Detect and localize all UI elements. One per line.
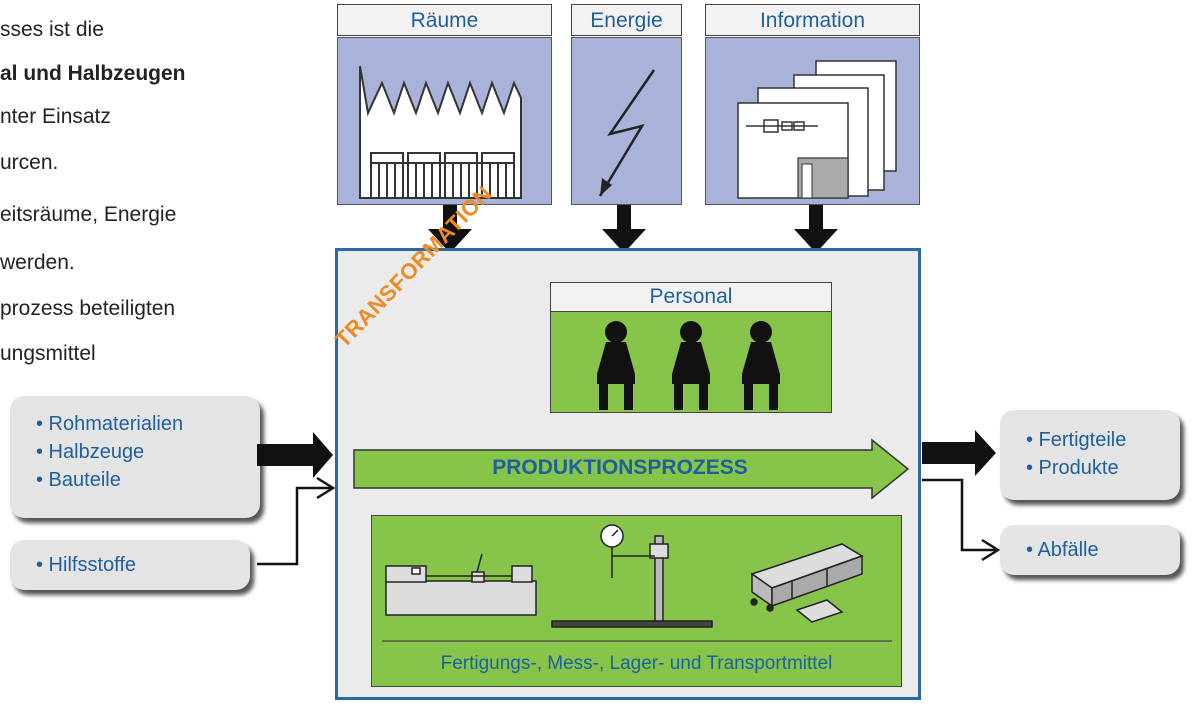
conveyor-icon <box>750 543 864 623</box>
intro-line: eitsräume, Energie <box>0 203 177 226</box>
tools-panel <box>371 515 902 687</box>
energie-header: Energie <box>571 4 682 36</box>
arrow-right-icon <box>316 476 336 500</box>
lightning-icon <box>598 69 656 197</box>
materials-input-box: • Rohmaterialien • Halbzeuge • Bauteile <box>10 396 260 518</box>
intro-line: sses ist die <box>0 18 104 41</box>
intro-line: ungsmittel <box>0 342 96 365</box>
list-item: • Produkte <box>1026 457 1119 479</box>
arrow-right-icon <box>981 538 1001 562</box>
factory-icon <box>359 65 522 199</box>
intro-line: nter Einsatz <box>0 105 111 128</box>
intro-line: urcen. <box>0 151 59 174</box>
intro-line: werden. <box>0 251 75 274</box>
arrow-down-icon <box>794 205 838 253</box>
arrow-down-icon <box>428 205 472 253</box>
gauge-icon <box>551 524 713 628</box>
list-item: • Fertigteile <box>1026 429 1127 451</box>
lathe-icon <box>385 553 537 616</box>
energie-panel <box>571 37 682 205</box>
list-item: • Abfälle <box>1026 539 1099 561</box>
machines-icon <box>382 524 892 642</box>
tools-label: Fertigungs-, Mess-, Lager- und Transport… <box>440 653 833 674</box>
list-item: • Hilfsstoffe <box>36 554 136 576</box>
personal-header: Personal <box>550 282 832 312</box>
raeume-header: Räume <box>337 4 552 36</box>
documents-icon <box>737 60 897 199</box>
auxiliary-input-box: • Hilfsstoffe <box>10 540 250 590</box>
waste-output-box: • Abfälle <box>1000 525 1180 575</box>
list-item: • Bauteile <box>36 469 121 491</box>
arrow-down-icon <box>602 205 646 253</box>
people-icon <box>597 321 780 410</box>
list-item: • Rohmaterialien <box>36 413 184 435</box>
process-label: PRODUKTIONSPROZESS <box>492 456 748 479</box>
intro-line: al und Halbzeugen <box>0 62 186 85</box>
resource-arrows <box>428 205 838 253</box>
personal-panel <box>550 311 832 413</box>
products-output-box: • Fertigteile • Produkte <box>1000 410 1180 500</box>
arrow-right-icon <box>257 432 333 478</box>
arrow-right-icon <box>922 430 996 476</box>
output-arrows <box>922 430 1001 562</box>
intro-line: prozess beteiligten <box>0 297 176 320</box>
process-arrow-icon <box>353 438 910 500</box>
input-arrows <box>257 432 336 566</box>
raeume-panel <box>337 37 552 205</box>
information-header: Information <box>705 4 920 36</box>
list-item: • Halbzeuge <box>36 441 145 463</box>
information-panel <box>705 37 920 205</box>
